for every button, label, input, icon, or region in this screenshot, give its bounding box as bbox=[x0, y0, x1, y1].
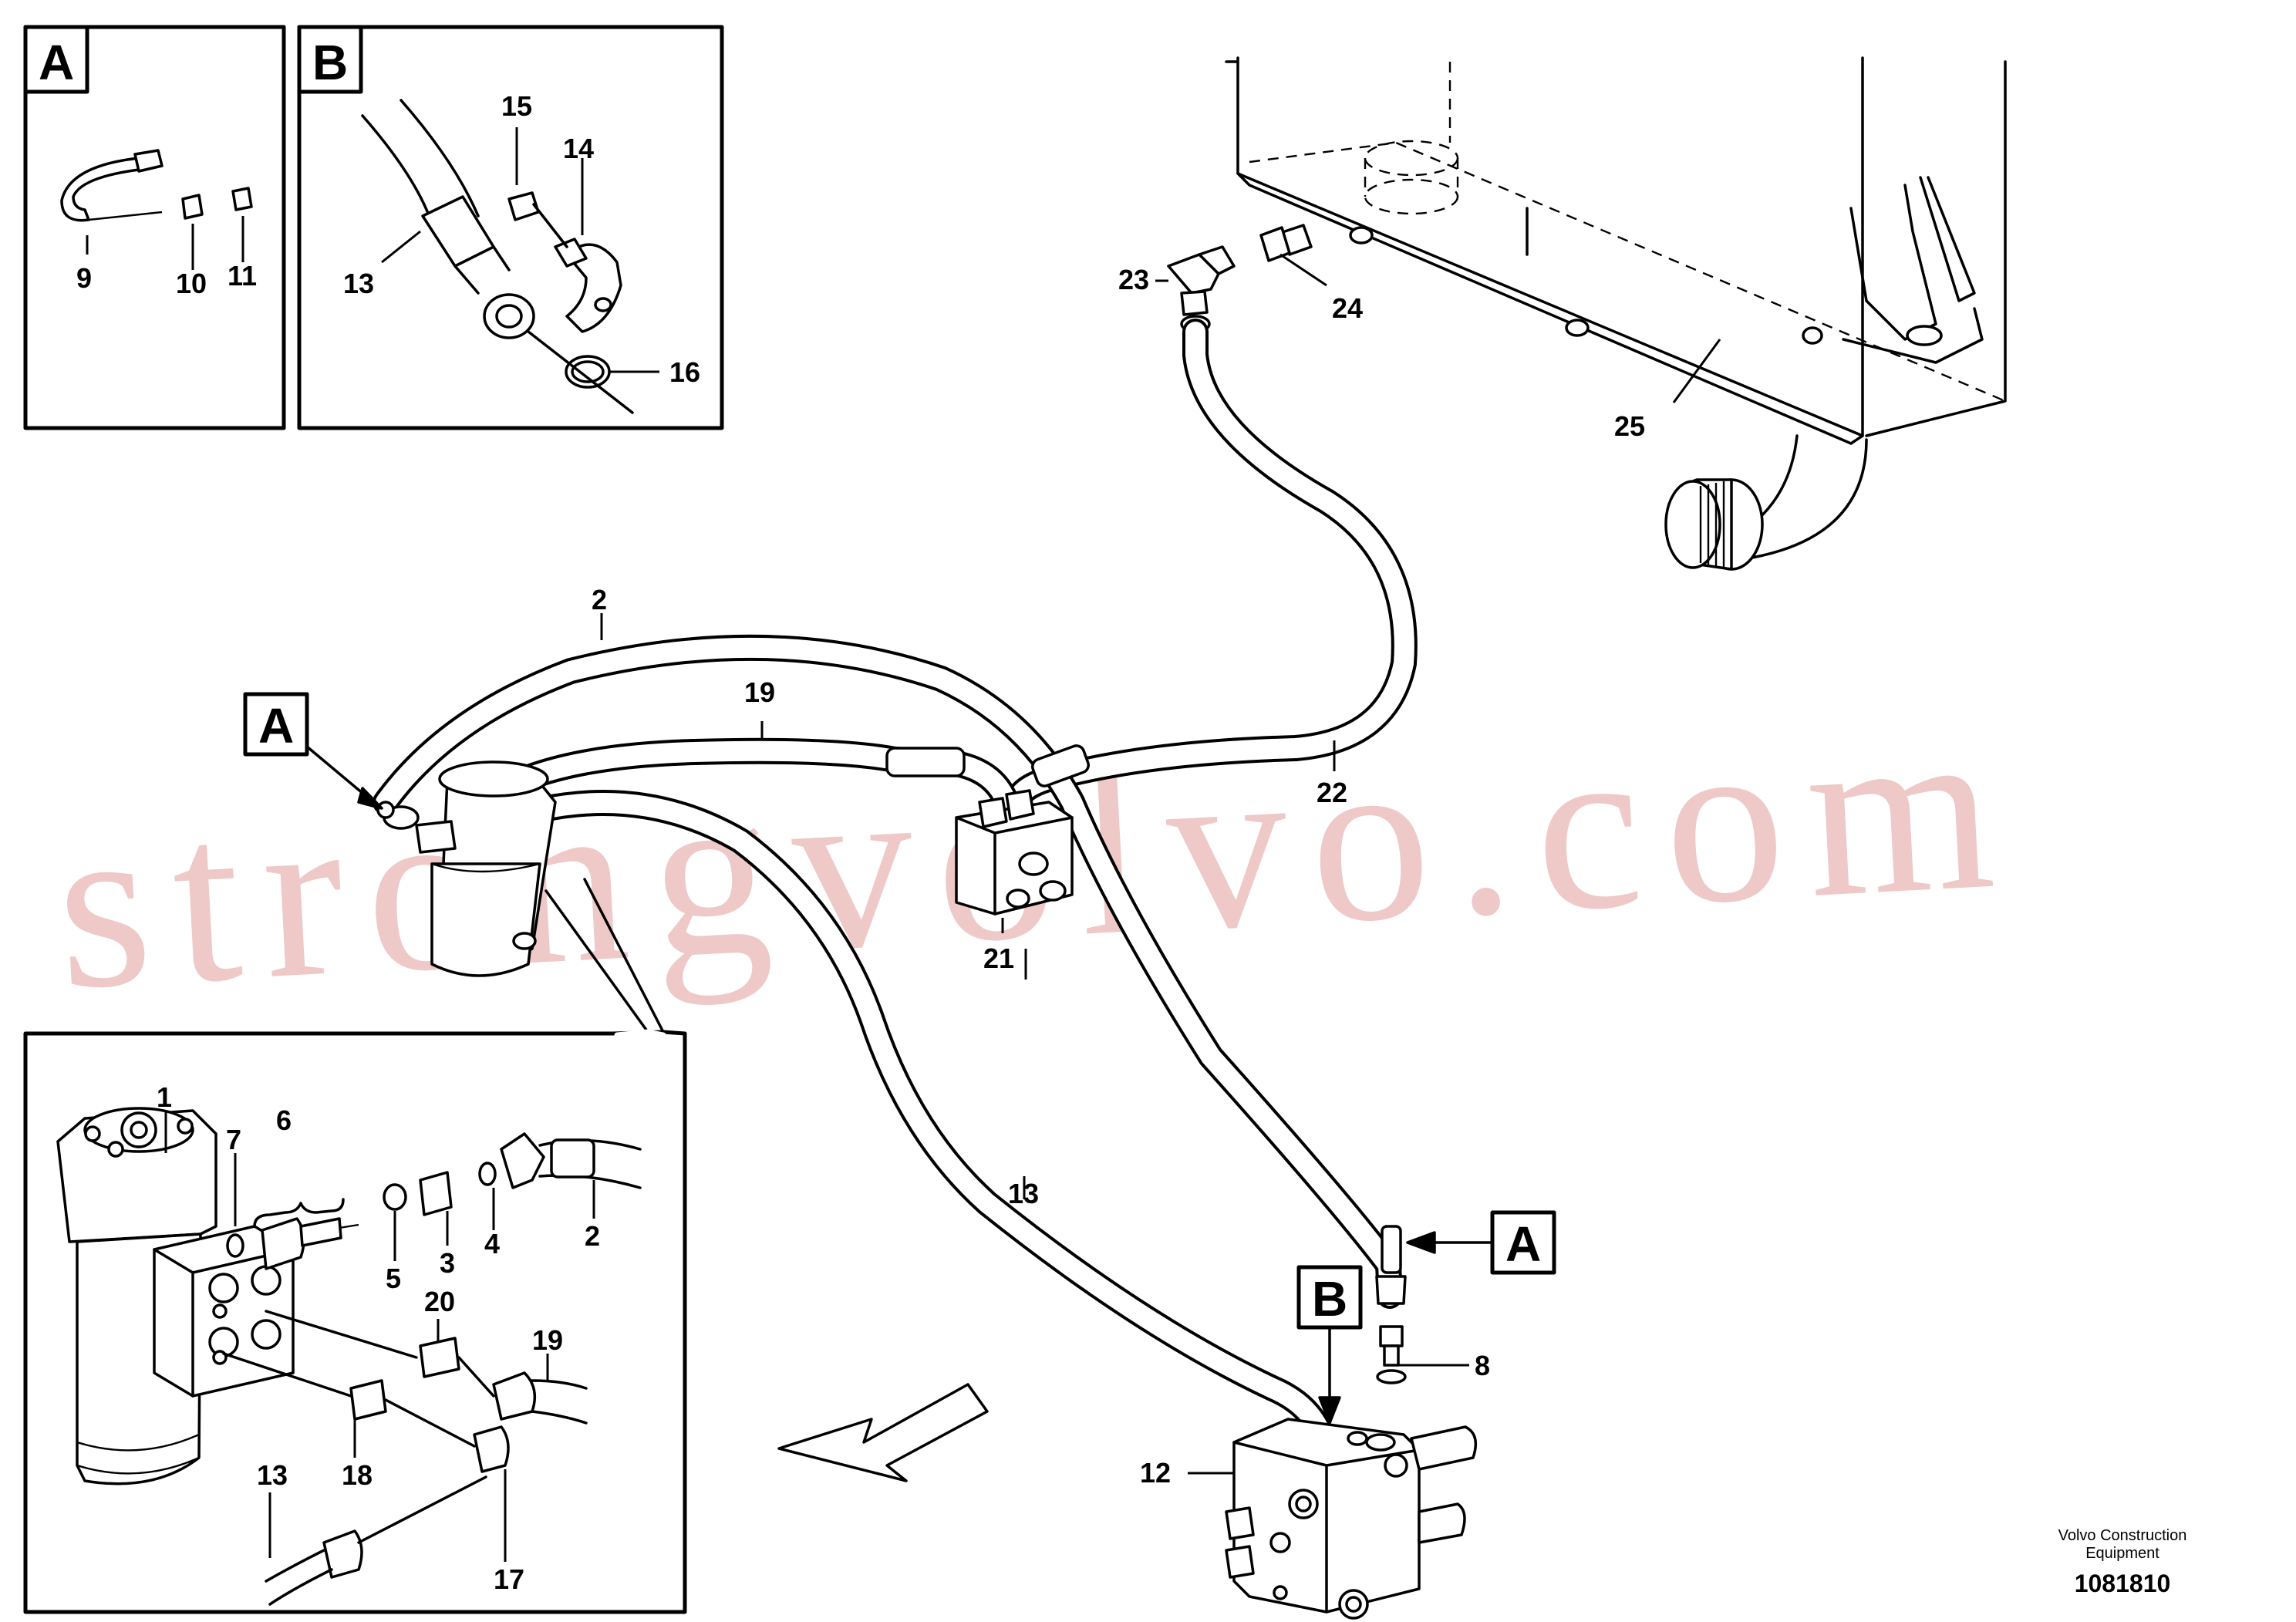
callout-25: 25 bbox=[1614, 410, 1645, 442]
callout-19: 19 bbox=[744, 676, 775, 708]
callout-5: 5 bbox=[386, 1263, 401, 1294]
direction-arrow bbox=[777, 1383, 989, 1482]
ref-b-valve: B bbox=[1296, 1265, 1363, 1425]
callout-4: 4 bbox=[484, 1228, 500, 1259]
steering-valve-main bbox=[376, 760, 557, 977]
callout-3: 3 bbox=[440, 1247, 455, 1279]
tank-fittings bbox=[1167, 224, 1313, 333]
callout-11: 11 bbox=[228, 260, 257, 292]
callout-19-inset: 19 bbox=[532, 1324, 563, 1356]
ref-b-valve-letter: B bbox=[1312, 1271, 1347, 1327]
company-line-2: Equipment bbox=[2085, 1545, 2159, 1562]
inset-a-letter: A bbox=[39, 35, 74, 90]
drawing-number: 1081810 bbox=[2075, 1570, 2171, 1597]
callout-8: 8 bbox=[1475, 1350, 1490, 1381]
callout-13-inset: 13 bbox=[257, 1459, 288, 1491]
callout-2-inset: 2 bbox=[585, 1220, 600, 1252]
fitting-8-stack bbox=[1375, 1225, 1407, 1384]
callout-13: 13 bbox=[1008, 1178, 1039, 1209]
callout-12: 12 bbox=[1140, 1457, 1171, 1489]
callout-9: 9 bbox=[76, 262, 92, 294]
inset-a-box: A 9 10 11 bbox=[23, 25, 286, 430]
ref-a-valve-letter: A bbox=[1505, 1216, 1541, 1272]
callout-22: 22 bbox=[1317, 777, 1347, 808]
inset-pointer bbox=[544, 878, 665, 1034]
valve-21 bbox=[955, 789, 1074, 916]
callout-15: 15 bbox=[501, 90, 532, 122]
callout-2: 2 bbox=[592, 584, 607, 615]
callout-18: 18 bbox=[342, 1459, 373, 1491]
ref-a-steering: A bbox=[243, 692, 383, 810]
valve-block-12 bbox=[1225, 1418, 1478, 1620]
footer: Volvo Construction Equipment 1081810 bbox=[2058, 1527, 2187, 1597]
callout-20: 20 bbox=[424, 1286, 455, 1317]
callout-7: 7 bbox=[226, 1124, 241, 1155]
main-callouts: 2 19 22 21 13 8 12 23 24 25 bbox=[592, 253, 1721, 1489]
callout-17: 17 bbox=[494, 1563, 524, 1595]
callout-21: 21 bbox=[983, 943, 1014, 974]
inset-b-box: B 13 15 14 16 bbox=[297, 25, 724, 430]
callout-6: 6 bbox=[276, 1104, 292, 1136]
ref-a-valve: A bbox=[1406, 1210, 1556, 1275]
callout-13-inset-b: 13 bbox=[343, 268, 374, 299]
ref-a-steering-letter: A bbox=[258, 698, 294, 754]
callout-23: 23 bbox=[1118, 264, 1149, 295]
hoses bbox=[373, 319, 1418, 1479]
callout-24: 24 bbox=[1332, 292, 1363, 324]
callout-14: 14 bbox=[563, 133, 594, 164]
company-line-1: Volvo Construction bbox=[2058, 1527, 2187, 1544]
inset-b-letter: B bbox=[312, 35, 348, 90]
hydraulic-tank bbox=[1225, 56, 2007, 571]
inset-steering-detail: 1 7 6 5 3 4 2 20 19 18 17 13 bbox=[23, 1029, 687, 1614]
callout-10: 10 bbox=[176, 268, 207, 299]
callout-16: 16 bbox=[669, 356, 700, 388]
callout-1: 1 bbox=[157, 1081, 172, 1113]
